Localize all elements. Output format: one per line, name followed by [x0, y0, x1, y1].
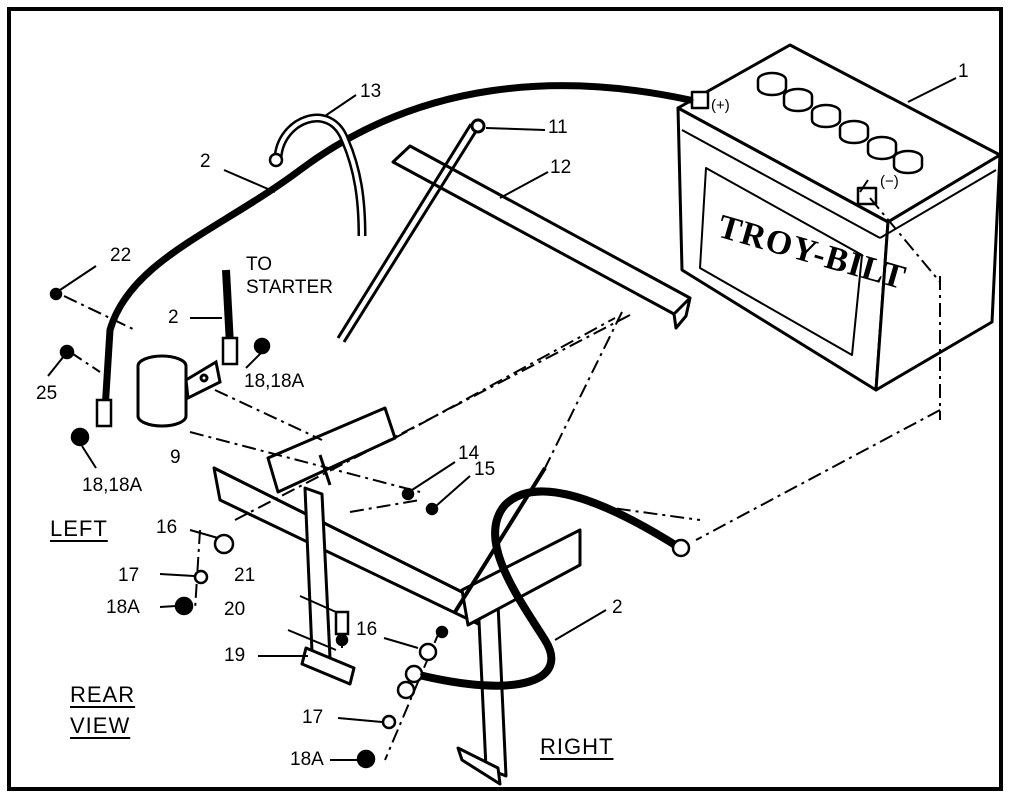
callout-11: 11	[548, 117, 568, 138]
callout-18-18a-top: 18,18A	[244, 371, 305, 392]
callout-16a: 16	[156, 517, 178, 538]
callout-17a: 17	[118, 565, 140, 586]
hardware	[49, 287, 449, 769]
positive-terminal	[690, 90, 710, 110]
callout-1: 1	[958, 61, 969, 82]
callout-25: 25	[36, 383, 58, 404]
callout-19: 19	[224, 645, 246, 666]
negative-cable	[411, 487, 684, 690]
callout-2c: 2	[612, 597, 623, 618]
battery-neg-terminal-label: (−)	[880, 173, 899, 190]
callout-18A-a: 18A	[106, 597, 140, 618]
diagram-border	[7, 7, 1003, 791]
to-starter-note: TO STARTER	[246, 254, 333, 298]
battery	[676, 43, 1002, 392]
left-side-note: LEFT	[50, 516, 108, 541]
positive-cable	[101, 82, 694, 414]
starter-cable	[222, 269, 234, 346]
callout-17b: 17	[302, 707, 324, 728]
callout-20: 20	[224, 599, 246, 620]
solenoid	[136, 354, 222, 428]
callout-13: 13	[360, 81, 382, 102]
hold-down-bar	[391, 144, 692, 330]
right-side-note: RIGHT	[540, 734, 614, 759]
callout-2a: 2	[200, 151, 211, 172]
callout-12: 12	[550, 157, 572, 178]
battery-pos-terminal-label: (+)	[711, 97, 730, 114]
callout-22: 22	[110, 245, 132, 266]
callout-16b: 16	[356, 619, 378, 640]
battery-tray	[212, 406, 582, 786]
callout-2b: 2	[168, 307, 179, 328]
callout-14: 14	[458, 443, 480, 464]
callout-15: 15	[474, 459, 496, 480]
callout-9: 9	[170, 447, 181, 468]
leader-lines	[47, 77, 957, 761]
callout-21: 21	[234, 565, 256, 586]
callout-18A-b: 18A	[290, 749, 324, 770]
callout-18-18a-left: 18,18A	[82, 475, 143, 496]
rear-view-note: REAR VIEW	[70, 682, 136, 738]
assembly-lines	[63, 197, 941, 761]
hold-down-rod	[336, 118, 486, 343]
